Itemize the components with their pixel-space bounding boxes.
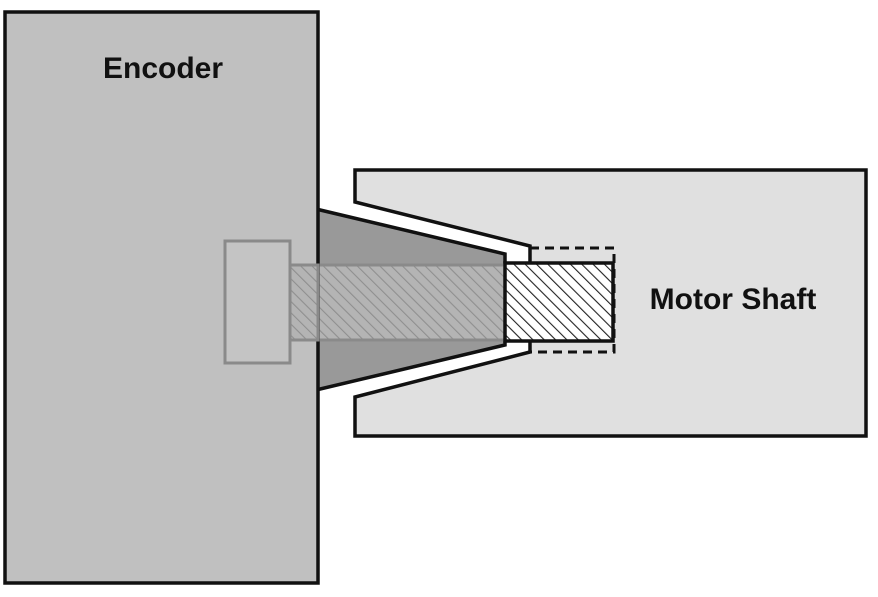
motor-shaft-label: Motor Shaft (650, 283, 817, 316)
shaft-hidden-inside-encoder (288, 263, 320, 342)
motor-shaft (503, 261, 615, 343)
encoder-hub-hidden (223, 239, 292, 365)
shaft-bore-dashed-outline (530, 246, 616, 354)
encoder-label: Encoder (103, 52, 223, 85)
shaft-hidden-portion (288, 263, 507, 342)
